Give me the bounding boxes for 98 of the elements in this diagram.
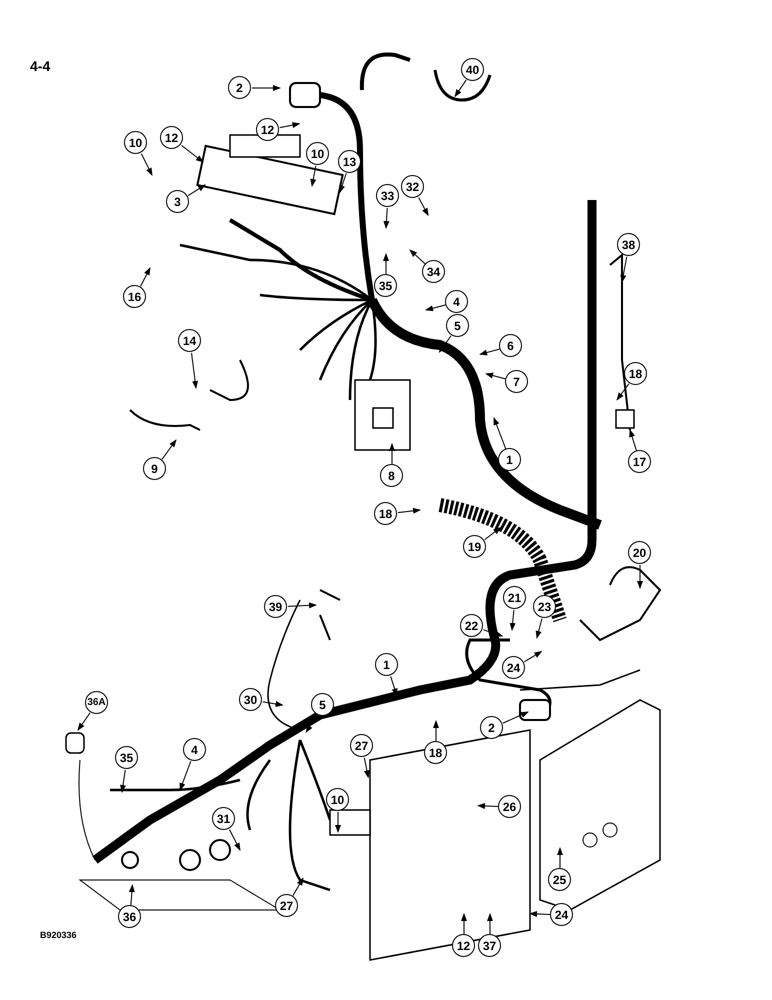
callout-number: 10 — [326, 788, 349, 811]
leader-line — [383, 253, 389, 274]
leader-line — [229, 829, 240, 851]
callout-number: 34 — [422, 260, 445, 283]
callout-number: 4 — [445, 290, 468, 313]
leader-line — [557, 847, 563, 868]
leader-line — [287, 602, 317, 608]
leader-line — [188, 184, 206, 196]
leader-line — [477, 802, 498, 809]
leader-line — [128, 884, 135, 906]
leader-line — [529, 910, 550, 917]
leader-line — [461, 913, 467, 934]
callout-number: 4 — [183, 738, 206, 761]
leader-line — [389, 443, 395, 464]
leader-line — [120, 769, 126, 793]
callout-number: 35 — [374, 274, 397, 297]
callout-number: 32 — [401, 175, 424, 198]
callout-number: 6 — [499, 334, 522, 357]
callout-number: 14 — [178, 329, 201, 352]
leader-line — [397, 508, 421, 514]
callout-number: 10 — [124, 131, 147, 154]
callout-number: 5 — [311, 693, 334, 716]
leader-line — [77, 712, 91, 731]
callout-number: 24 — [550, 903, 573, 926]
callout-number: 8 — [380, 464, 403, 487]
callout-number: 1 — [375, 653, 398, 676]
leader-line — [487, 913, 493, 934]
callout-number: 24 — [502, 656, 525, 679]
callout-number: 19 — [463, 535, 486, 558]
callout-number: 7 — [505, 370, 528, 393]
leader-line — [479, 348, 500, 356]
leader-line — [279, 122, 300, 128]
leader-line — [181, 144, 204, 163]
leader-line — [482, 629, 504, 637]
callout-number: 18 — [374, 502, 397, 525]
callout-number: 38 — [617, 233, 640, 256]
leader-line — [310, 165, 316, 187]
leader-line — [485, 372, 506, 380]
callout-number: 1 — [498, 448, 521, 471]
leader-line — [140, 267, 150, 287]
leader-line — [524, 651, 542, 662]
callout-number: 18 — [624, 362, 647, 385]
callout-number: 22 — [460, 614, 483, 637]
leader-line — [252, 85, 281, 91]
leader-line — [484, 527, 502, 540]
callout-number: 36 — [118, 905, 141, 928]
callout-number: 39 — [264, 595, 287, 618]
leader-line — [140, 153, 152, 176]
leader-line — [339, 172, 347, 194]
callout-number: 31 — [212, 807, 235, 830]
leader-line — [425, 304, 446, 312]
leader-line — [292, 877, 304, 896]
callout-number: 16 — [123, 285, 146, 308]
leader-line — [536, 618, 542, 639]
leader-line — [191, 352, 198, 389]
callout-number: 12 — [256, 118, 279, 141]
leader-line — [335, 812, 341, 833]
leader-line — [620, 256, 628, 283]
leader-line — [418, 197, 429, 216]
callout-number: 36A — [85, 691, 108, 714]
callout-number: 3 — [166, 190, 189, 213]
leader-line — [502, 712, 529, 724]
callout-number: 10 — [306, 142, 329, 165]
leader-line — [433, 720, 439, 742]
callout-number: 5 — [446, 314, 469, 337]
drawing-number: B920336 — [40, 930, 77, 940]
callout-number: 27 — [275, 894, 298, 917]
callout-number: 13 — [338, 150, 361, 173]
leader-line — [180, 760, 192, 791]
leader-line — [454, 79, 467, 98]
callout-number: 9 — [143, 457, 166, 480]
leader-line — [364, 757, 370, 778]
leader-line — [616, 383, 630, 401]
leader-line — [438, 335, 452, 353]
callout-number: 37 — [478, 934, 501, 957]
leader-line — [262, 701, 284, 707]
leader-line — [383, 207, 390, 229]
callout-number: 18 — [424, 741, 447, 764]
callout-number: 33 — [376, 184, 399, 207]
page-number: 4-4 — [30, 58, 50, 74]
callout-number: 2 — [228, 76, 251, 99]
leader-line — [510, 609, 516, 631]
callout-number: 17 — [628, 450, 651, 473]
callout-number: 12 — [452, 934, 475, 957]
callout-number: 35 — [115, 746, 138, 769]
callout-number: 2 — [480, 716, 503, 739]
callout-number: 27 — [350, 734, 373, 757]
leader-line — [637, 564, 643, 589]
callout-number: 21 — [503, 586, 526, 609]
callout-number: 30 — [239, 688, 262, 711]
leader-line — [162, 439, 177, 460]
callout-number: 40 — [461, 58, 484, 81]
callout-number: 20 — [628, 541, 651, 564]
leader-line — [494, 417, 506, 450]
leader-line — [409, 249, 426, 264]
callout-number: 12 — [160, 126, 183, 149]
leader-line — [629, 429, 637, 452]
callout-number: 23 — [533, 595, 556, 618]
